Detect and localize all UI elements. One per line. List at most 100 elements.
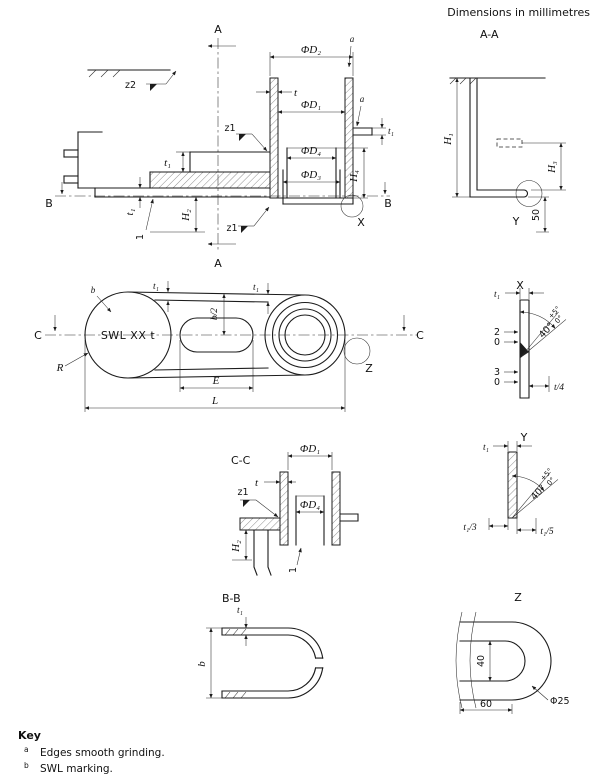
dim-l: L xyxy=(211,395,218,407)
weld-z1-top-label: z1 xyxy=(224,123,235,134)
dim-e: E xyxy=(212,375,220,387)
front-view-linework xyxy=(55,38,390,252)
key-text-b: SWL marking. xyxy=(40,763,113,775)
section-cc-view: C-C ΦD₁ t ΦD₄ z1 H₂ 1 xyxy=(230,443,359,576)
detail-y-view: Y t₁ t₁/3 t₁/5 40° +5° 0° xyxy=(463,431,559,537)
detail-y-dimensions xyxy=(488,441,537,534)
plan-view-dimensions xyxy=(53,281,406,412)
dim-t1-boss: t₁ xyxy=(164,157,171,169)
detail-x-tol-zero: 0° xyxy=(553,314,564,325)
detail-z-view: Z 40 60 Φ25 xyxy=(455,591,570,714)
cc-dim-phi-d4: ΦD₄ xyxy=(300,499,320,511)
weld-z2-label: z2 xyxy=(125,80,136,91)
dim-t: t xyxy=(294,87,298,99)
detail-x-linework xyxy=(519,299,567,399)
section-bb-dimensions xyxy=(206,617,248,699)
section-aa-linework xyxy=(449,77,546,207)
detail-x-circle xyxy=(340,194,364,218)
units-note: Dimensions in millimetres xyxy=(447,6,590,19)
section-a-label-bottom: A xyxy=(214,257,222,270)
detail-x-angle-labels: 40° +5° 0° xyxy=(537,305,565,341)
detail-x-angle: 40° xyxy=(537,321,557,341)
dim-one: 1 xyxy=(135,234,146,240)
section-c-label-left: C xyxy=(34,329,42,342)
weld-z1-bottom-label: z1 xyxy=(226,223,237,234)
detail-z-dimensions xyxy=(459,640,549,714)
dim-h1: H₁ xyxy=(442,133,454,146)
section-bb-title: B-B xyxy=(222,592,241,605)
detail-y-dim-t13: t₁/3 xyxy=(463,523,477,533)
dim-r: R xyxy=(56,362,64,374)
cc-dim-one: 1 xyxy=(288,567,299,573)
section-a-label-top: A xyxy=(214,23,222,36)
z-dim-40: 40 xyxy=(476,655,487,667)
detail-x-view: X t₁ 2 0 3 0 t/4 40° +5° 0° xyxy=(494,279,567,399)
dim-h2: H₂ xyxy=(180,209,192,222)
z-dim-phi25: Φ25 xyxy=(550,696,570,707)
dim-t1-plan-right: t₁ xyxy=(253,283,259,293)
cc-dim-t: t xyxy=(255,477,259,489)
dim-h4: H₄ xyxy=(348,170,360,183)
section-b-label-right: B xyxy=(384,197,392,210)
section-b-label-left: B xyxy=(45,197,53,210)
key-ref-a: a xyxy=(24,745,29,754)
detail-z-circle xyxy=(343,337,371,365)
section-cc-linework xyxy=(239,471,359,576)
key-text-a: Edges smooth grinding. xyxy=(40,747,165,759)
detail-x-dim-t1: t₁ xyxy=(494,290,500,300)
detail-x-dim-3: 3 xyxy=(494,367,500,378)
dim-50: 50 xyxy=(531,209,542,221)
detail-y-dim-t15: t₁/5 xyxy=(540,527,554,537)
detail-x-dim-0a: 0 xyxy=(494,337,500,348)
detail-y-dim-t1: t₁ xyxy=(483,443,489,453)
cc-weld-z1-label: z1 xyxy=(237,487,248,498)
section-aa-dimensions xyxy=(452,77,566,233)
detail-y-tol-zero: 0° xyxy=(545,476,556,487)
callout-b: b xyxy=(91,285,96,295)
section-bb-linework xyxy=(221,627,324,699)
detail-z-title: Z xyxy=(514,591,522,604)
bb-dim-b: b xyxy=(196,661,208,667)
detail-z-linework xyxy=(455,611,552,709)
dim-t1-plan-left: t₁ xyxy=(153,282,159,292)
cc-dim-phi-d1: ΦD₁ xyxy=(300,443,320,455)
dim-b2: b/2 xyxy=(210,308,220,320)
detail-x-dimensions xyxy=(504,288,550,392)
cc-dim-h2: H₂ xyxy=(230,540,242,553)
detail-y-circle xyxy=(515,180,543,207)
section-aa-title: A-A xyxy=(480,28,499,41)
plan-view-linework xyxy=(45,291,418,379)
dim-t1-deck: t₁ xyxy=(124,208,136,215)
dim-phi-d1: ΦD₁ xyxy=(301,99,321,111)
detail-y-title: Y xyxy=(520,431,528,444)
section-bb-view: B-B t₁ b xyxy=(196,592,324,699)
front-view-dimensions xyxy=(60,44,387,246)
detail-x-title: X xyxy=(516,279,524,292)
dim-phi-d2: ΦD₂ xyxy=(301,44,321,56)
detail-x-dim-2: 2 xyxy=(494,327,500,338)
section-cc-title: C-C xyxy=(231,454,251,467)
key-title: Key xyxy=(18,729,41,742)
dim-phi-d3: ΦD₃ xyxy=(301,169,321,181)
dim-h3: H₃ xyxy=(546,161,558,174)
bb-dim-t1: t₁ xyxy=(237,606,243,616)
detail-x-callout: X xyxy=(357,216,365,229)
callout-a-top: a xyxy=(350,34,355,44)
dim-t1-pin: t₁ xyxy=(388,127,394,137)
section-c-label-right: C xyxy=(416,329,424,342)
dim-phi-d4: ΦD₄ xyxy=(301,145,321,157)
callout-a-side: a xyxy=(360,94,365,104)
key-block: Key a Edges smooth grinding. b SWL marki… xyxy=(18,729,165,775)
detail-y-callout: Y xyxy=(512,215,520,228)
detail-x-dim-0b: 0 xyxy=(494,377,500,388)
front-view: A A B B z2 z1 z1 a a ΦD₂ t ΦD₁ t₁ ΦD₄ ΦD… xyxy=(45,23,394,270)
z-dim-60: 60 xyxy=(480,699,492,710)
detail-y-angle-labels: 40° +5° 0° xyxy=(529,467,557,503)
plan-view: SWL XX t b R C C t₁ t₁ b/2 E L Z xyxy=(34,281,424,412)
detail-z-callout: Z xyxy=(365,362,373,375)
detail-x-dim-t4: t/4 xyxy=(554,383,564,393)
detail-y-angle: 40° xyxy=(529,483,549,503)
section-aa-view: A-A H₁ H₃ 50 Y xyxy=(442,28,566,233)
